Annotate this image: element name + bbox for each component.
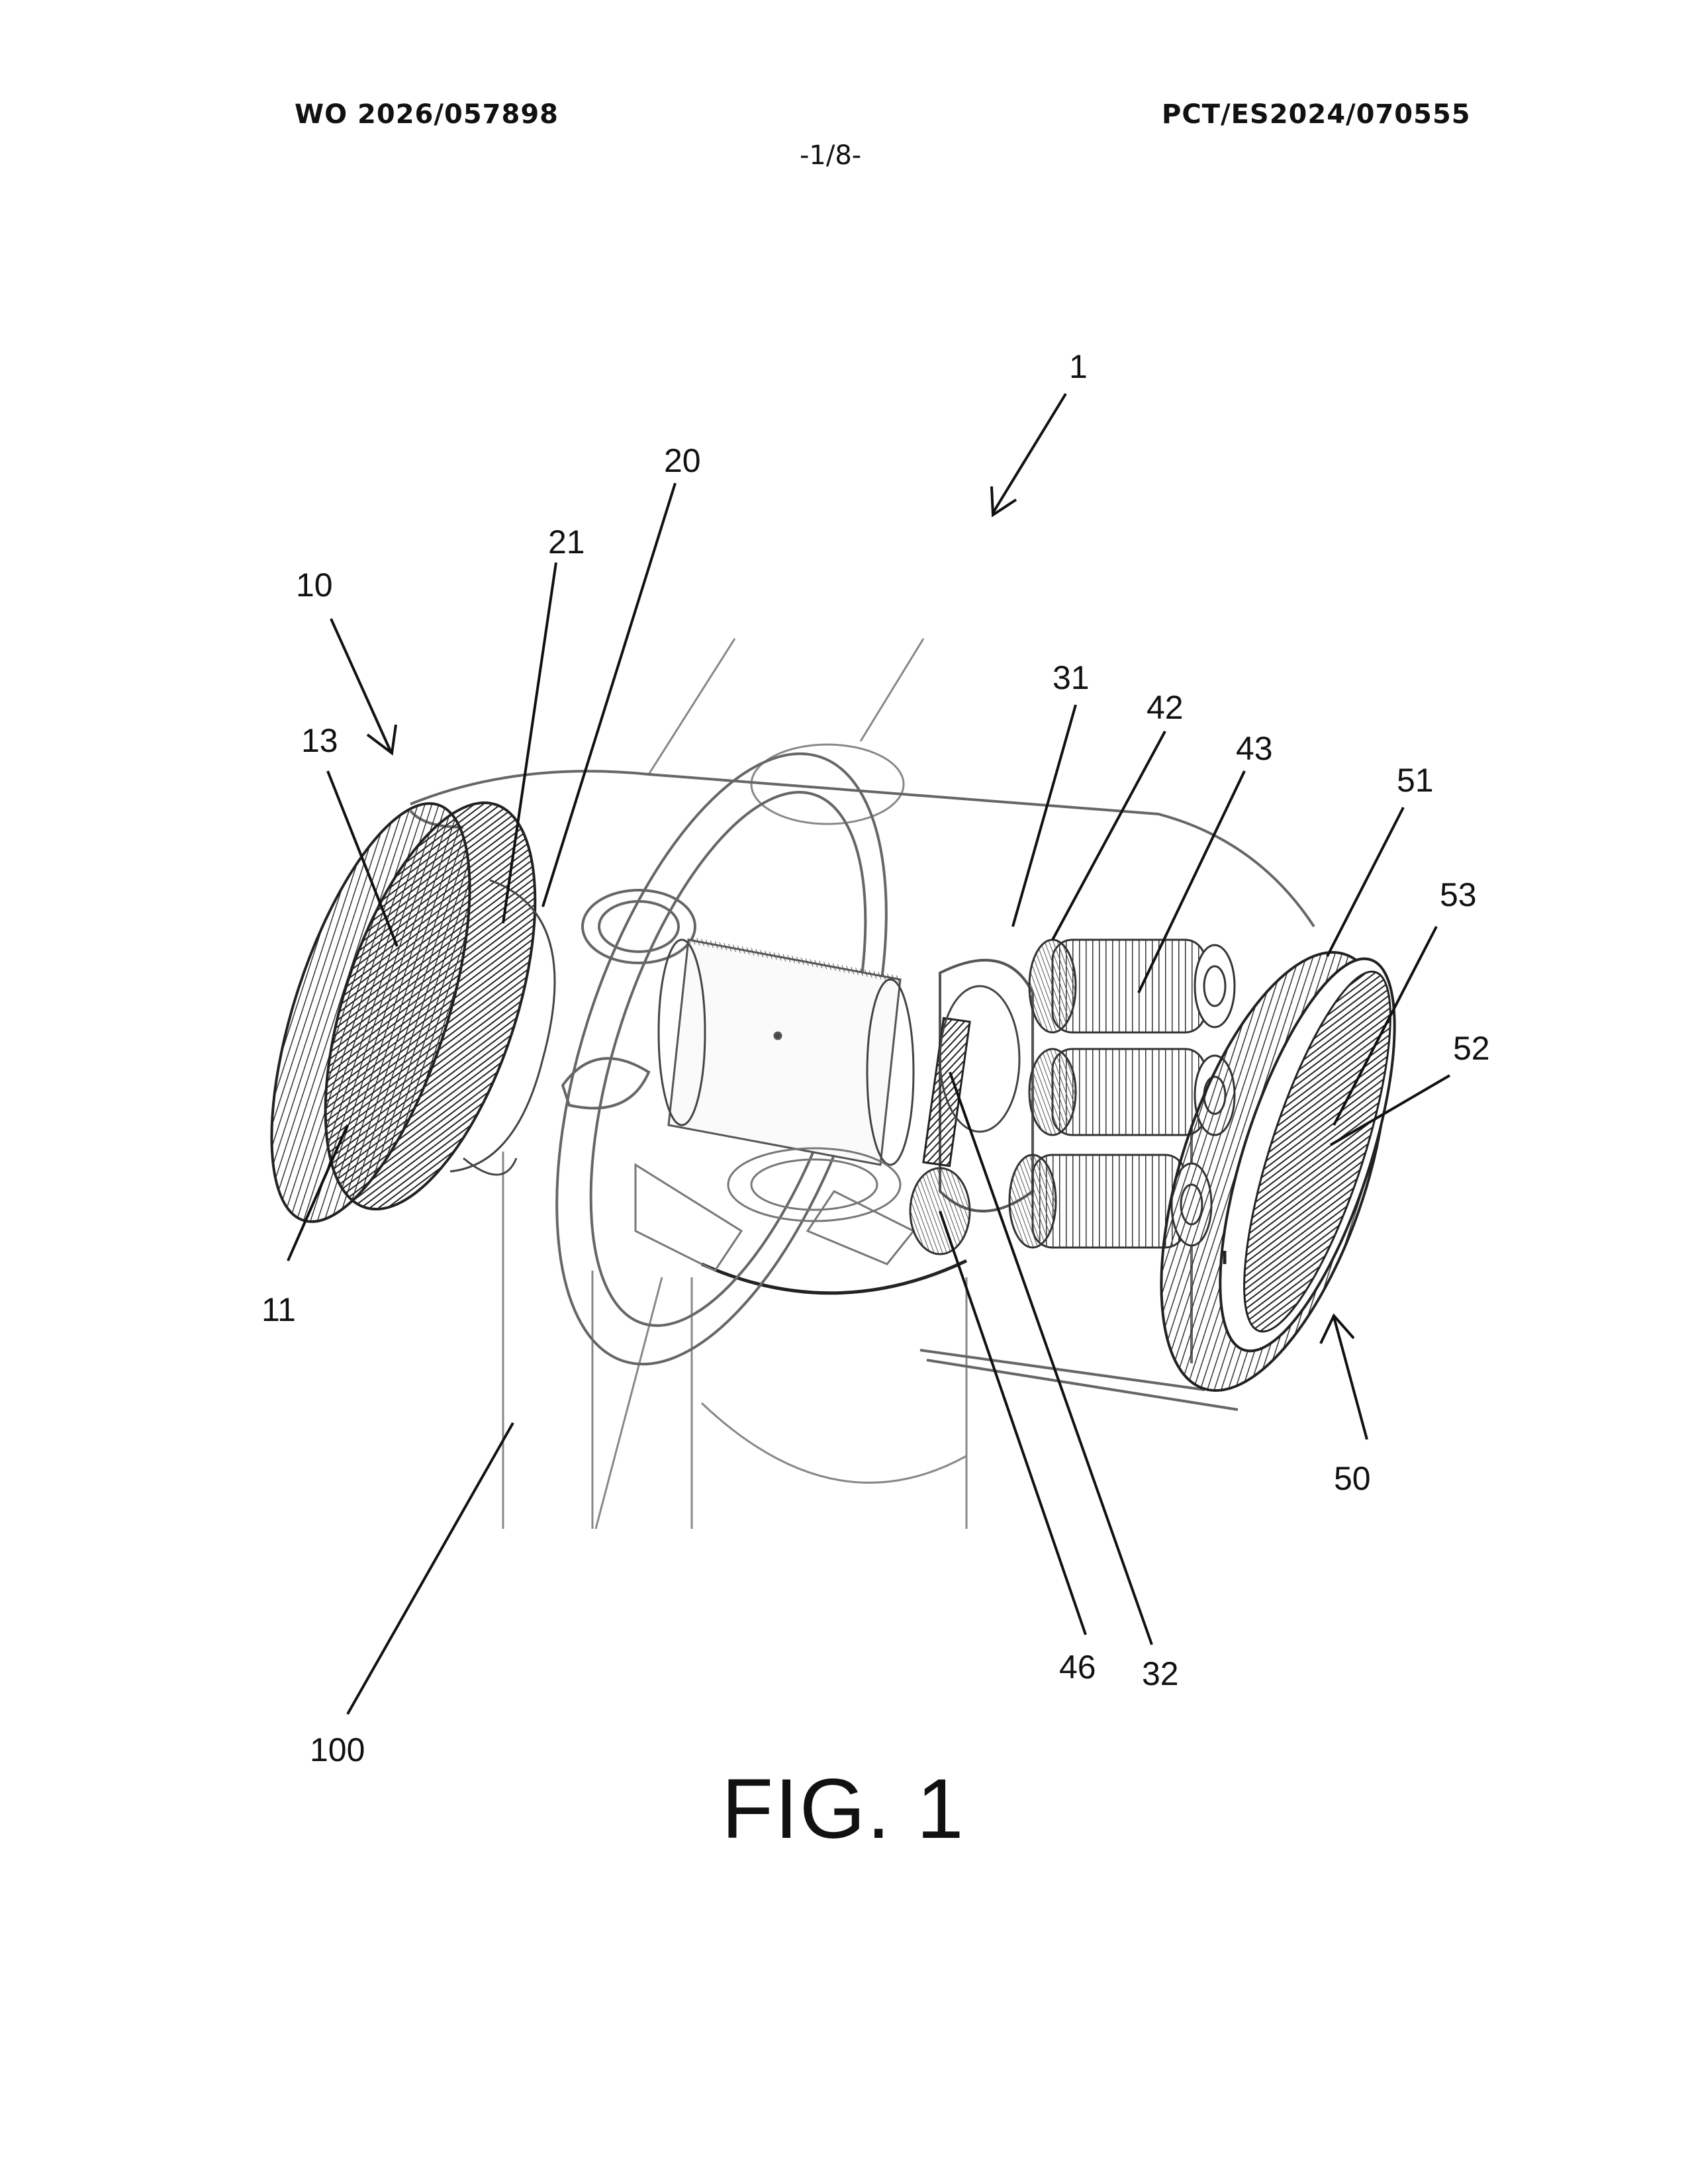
left-nozzle bbox=[231, 778, 578, 1244]
ref-numeral-51: 51 bbox=[1397, 761, 1434, 799]
ref-numeral-20: 20 bbox=[664, 441, 701, 480]
lower-mechanism bbox=[635, 1148, 914, 1271]
ref-numeral-11: 11 bbox=[261, 1291, 296, 1329]
ref-numeral-13: 13 bbox=[301, 721, 338, 760]
ref-numeral-42: 42 bbox=[1147, 688, 1184, 727]
upper-handle bbox=[649, 639, 923, 824]
ref-numeral-1: 1 bbox=[1069, 347, 1088, 386]
ref-numeral-53: 53 bbox=[1440, 876, 1477, 914]
ref-numeral-31: 31 bbox=[1053, 659, 1090, 697]
ref-numeral-21: 21 bbox=[548, 523, 585, 561]
figure-caption: FIG. 1 bbox=[722, 1760, 965, 1858]
ref-numeral-10: 10 bbox=[296, 566, 333, 604]
ref-numeral-46: 46 bbox=[1059, 1648, 1096, 1686]
ref-numeral-32: 32 bbox=[1142, 1655, 1179, 1693]
ref-numeral-52: 52 bbox=[1453, 1029, 1490, 1068]
ref-numeral-50: 50 bbox=[1334, 1459, 1371, 1498]
base-stand bbox=[503, 1152, 966, 1529]
ref-numeral-43: 43 bbox=[1236, 729, 1273, 768]
ref-numeral-100: 100 bbox=[310, 1731, 365, 1769]
central-cylinder bbox=[659, 940, 914, 1165]
